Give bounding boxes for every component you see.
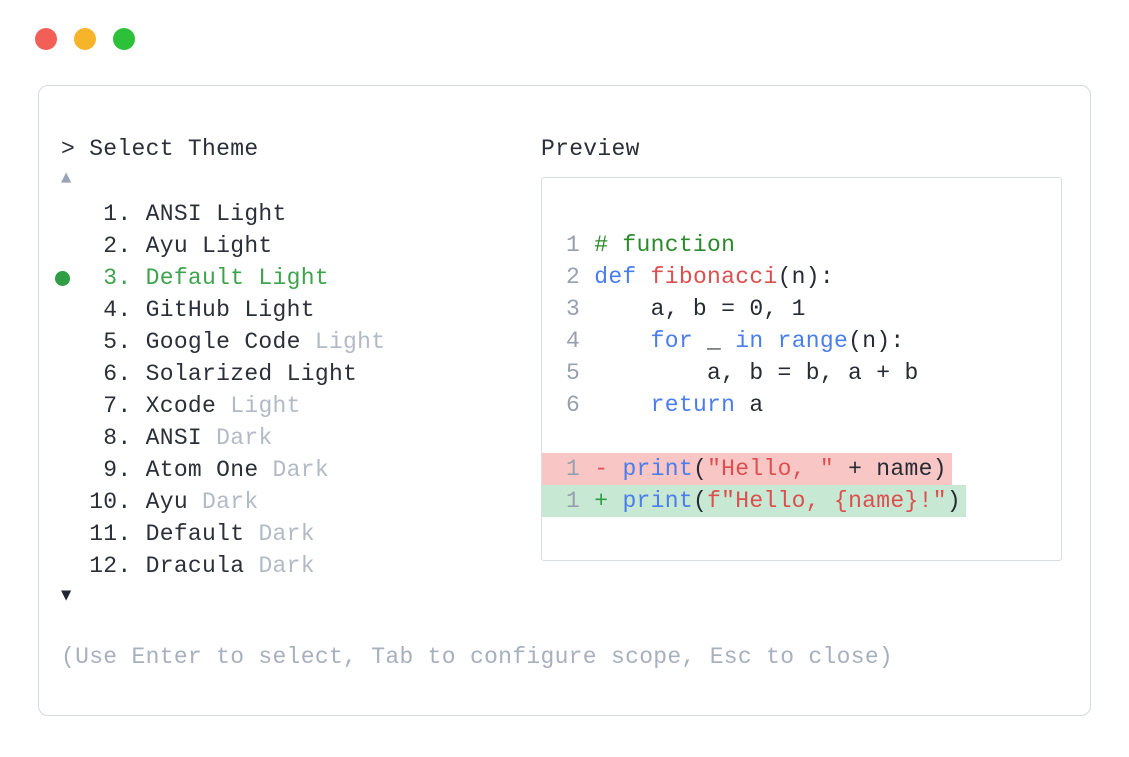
theme-option-11[interactable]: 11. Default Dark xyxy=(61,518,1061,550)
theme-option-label: 9. Atom One Dark xyxy=(61,457,329,483)
preview-title: Preview xyxy=(541,136,640,162)
code-line-blank xyxy=(566,421,1061,453)
theme-option-4[interactable]: 4. GitHub Light xyxy=(61,294,1061,326)
line-number: 4 xyxy=(566,328,581,354)
theme-option-10[interactable]: 10. Ayu Dark xyxy=(61,486,1061,518)
theme-option-label: 6. Solarized Light xyxy=(61,361,358,387)
line-number: 1 xyxy=(566,456,581,482)
picker-prompt: > Select Theme xyxy=(61,136,259,162)
theme-picker-panel: > Select Theme ▲ 1. ANSI Light 2. Ayu Li… xyxy=(38,85,1091,716)
theme-option-label: 2. Ayu Light xyxy=(61,233,273,259)
line-number: 5 xyxy=(566,360,581,386)
preview-column: Preview 1 # function 2 def fibonacci(n): 3… xyxy=(541,134,1081,561)
code-line-4: 4 for _ in range(n): xyxy=(566,328,905,354)
line-number: 1 xyxy=(566,488,581,514)
theme-option-label: 3. Default Light xyxy=(61,265,329,291)
window-controls xyxy=(35,28,135,50)
line-number: 1 xyxy=(566,232,581,258)
code-line-2: 2 def fibonacci(n): xyxy=(566,264,834,290)
code-line-1: 1 # function xyxy=(566,232,736,258)
theme-option-5[interactable]: 5. Google Code Light xyxy=(61,326,1061,358)
code-preview: 1 # function 2 def fibonacci(n): 3 a, b = … xyxy=(542,229,1061,517)
theme-option-1[interactable]: 1. ANSI Light xyxy=(61,198,1061,230)
theme-list: 1. ANSI Light 2. Ayu Light 3. Default Li… xyxy=(55,198,1061,582)
minimize-button[interactable] xyxy=(74,28,96,50)
line-number: 3 xyxy=(566,296,581,322)
theme-list-column: > Select Theme ▲ 1. ANSI Light 2. Ayu Li… xyxy=(55,134,1061,672)
scroll-down-icon[interactable]: ▼ xyxy=(61,585,72,605)
theme-option-7[interactable]: 7. Xcode Light xyxy=(61,390,1061,422)
scroll-up-icon[interactable]: ▲ xyxy=(61,167,72,187)
diff-line-removed: 1 - print("Hello, " + name) xyxy=(542,453,1061,485)
theme-option-label: 11. Default Dark xyxy=(61,521,315,547)
theme-option-2[interactable]: 2. Ayu Light xyxy=(61,230,1061,262)
theme-option-9[interactable]: 9. Atom One Dark xyxy=(61,454,1061,486)
line-number: 2 xyxy=(566,264,581,290)
theme-option-label: 1. ANSI Light xyxy=(61,201,287,227)
theme-option-12[interactable]: 12. Dracula Dark xyxy=(61,550,1061,582)
preview-box: 1 # function 2 def fibonacci(n): 3 a, b = … xyxy=(541,177,1062,561)
selected-indicator-dot xyxy=(55,271,70,286)
theme-option-label: 10. Ayu Dark xyxy=(61,489,259,515)
theme-option-label: 12. Dracula Dark xyxy=(61,553,315,579)
theme-option-label: 7. Xcode Light xyxy=(61,393,301,419)
line-number: 6 xyxy=(566,392,581,418)
theme-option-6[interactable]: 6. Solarized Light xyxy=(61,358,1061,390)
theme-option-3[interactable]: 3. Default Light xyxy=(55,262,1061,294)
theme-option-label: 5. Google Code Light xyxy=(61,329,386,355)
close-button[interactable] xyxy=(35,28,57,50)
keyboard-hint: (Use Enter to select, Tab to configure s… xyxy=(61,644,894,670)
theme-option-8[interactable]: 8. ANSI Dark xyxy=(61,422,1061,454)
diff-line-added: 1 + print(f"Hello, {name}!") xyxy=(542,485,1061,517)
theme-option-label: 4. GitHub Light xyxy=(61,297,315,323)
code-line-5: 5 a, b = b, a + b xyxy=(566,360,919,386)
maximize-button[interactable] xyxy=(113,28,135,50)
code-line-3: 3 a, b = 0, 1 xyxy=(566,296,806,322)
code-line-6: 6 return a xyxy=(566,392,764,418)
theme-option-label: 8. ANSI Dark xyxy=(61,425,273,451)
